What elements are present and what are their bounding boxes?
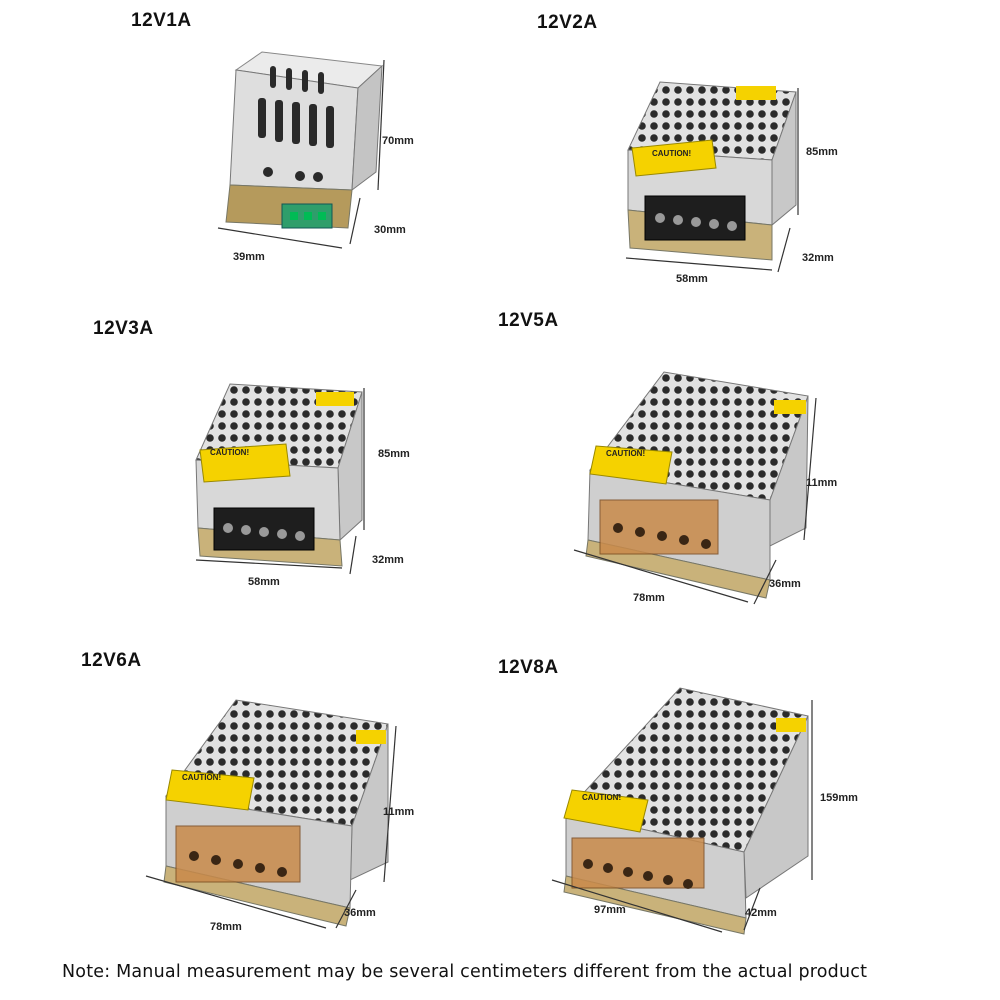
height-dimension: 159mm (820, 792, 858, 804)
depth-dimension: 36mm (344, 907, 376, 919)
width-dimension: 58mm (248, 576, 280, 588)
height-dimension: 85mm (806, 146, 838, 158)
caution-label: CAUTION! (606, 449, 646, 458)
width-dimension: 58mm (676, 273, 708, 285)
product-title: 12V1A (131, 10, 192, 31)
product-title: 12V6A (81, 650, 142, 671)
product-title: 12V2A (537, 12, 598, 33)
caution-label: CAUTION! (210, 448, 250, 457)
caution-label: CAUTION! (652, 149, 692, 158)
caution-label: CAUTION! (582, 793, 622, 802)
depth-dimension: 42mm (745, 907, 777, 919)
width-dimension: 39mm (233, 251, 265, 263)
product-title: 12V5A (498, 310, 559, 331)
caution-label: CAUTION! (182, 773, 222, 782)
width-dimension: 97mm (594, 904, 626, 916)
depth-dimension: 32mm (802, 252, 834, 264)
product-title: 12V8A (498, 657, 559, 678)
product-title: 12V3A (93, 318, 154, 339)
height-dimension: 11mm (806, 477, 838, 489)
depth-dimension: 36mm (769, 578, 801, 590)
width-dimension: 78mm (633, 592, 665, 604)
height-dimension: 85mm (378, 448, 410, 460)
depth-dimension: 30mm (374, 224, 406, 236)
depth-dimension: 32mm (372, 554, 404, 566)
height-dimension: 70mm (382, 135, 414, 147)
disclaimer-note: Note: Manual measurement may be several … (62, 962, 868, 982)
height-dimension: 11mm (383, 806, 415, 818)
width-dimension: 78mm (210, 921, 242, 933)
